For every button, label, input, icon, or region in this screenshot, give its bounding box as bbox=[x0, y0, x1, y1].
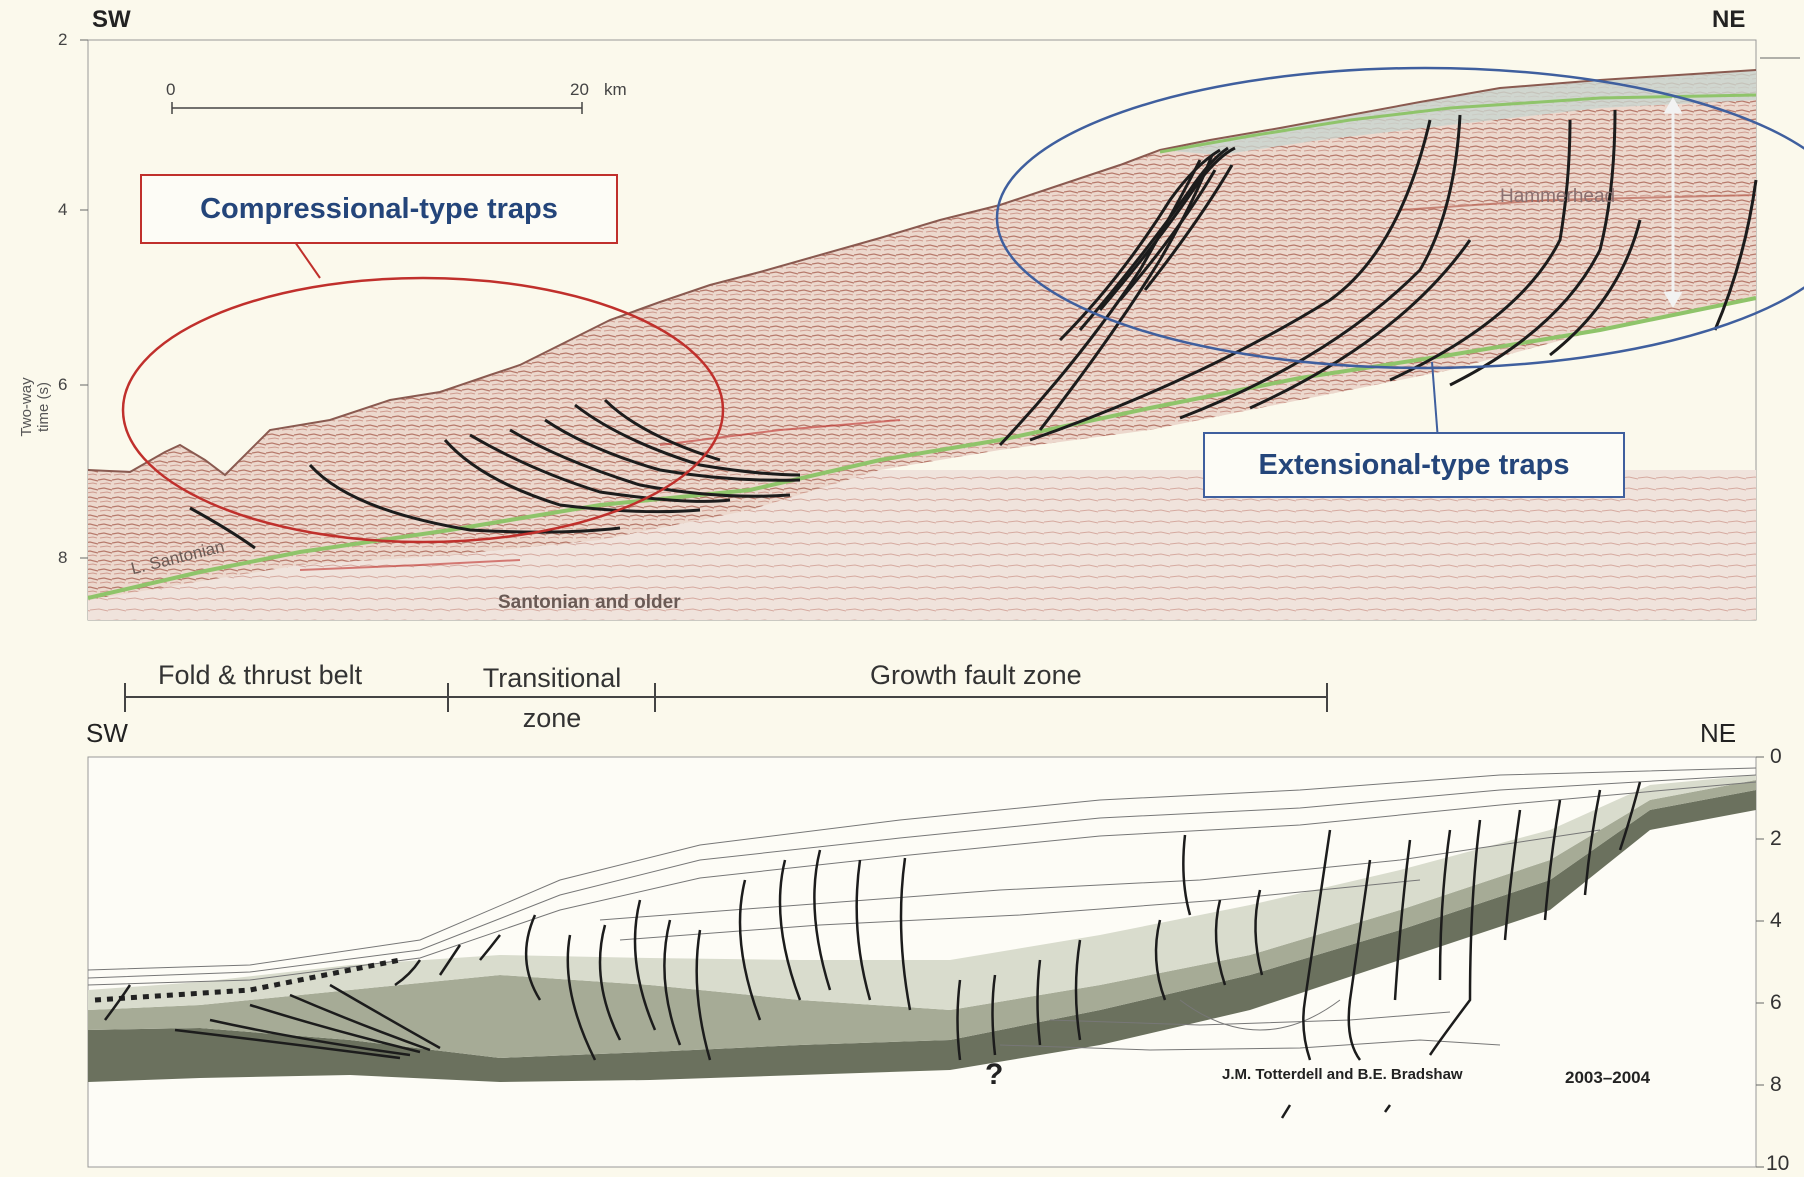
scale-bar-end: 20 bbox=[570, 80, 589, 100]
depth-tick: 4 bbox=[1770, 909, 1782, 933]
depth-tick: 0 bbox=[1770, 745, 1782, 769]
y-tick: 8 bbox=[58, 548, 67, 568]
question-mark: ? bbox=[985, 1058, 1003, 1092]
compressional-leader bbox=[295, 242, 320, 278]
depth-tick: 8 bbox=[1770, 1073, 1782, 1097]
interpretation-panel bbox=[88, 757, 1764, 1167]
top-right-direction: NE bbox=[1712, 6, 1745, 34]
scale-bar-unit: km bbox=[604, 80, 627, 100]
zone-fold-thrust: Fold & thrust belt bbox=[158, 660, 362, 691]
compressional-traps-label: Compressional-type traps bbox=[140, 174, 618, 244]
bottom-right-direction: NE bbox=[1700, 718, 1736, 749]
y-tick: 4 bbox=[58, 200, 67, 220]
depth-tick: 6 bbox=[1770, 991, 1782, 1015]
y-tick: 6 bbox=[58, 375, 67, 395]
y-axis-label: Two-way time (s) bbox=[18, 362, 52, 452]
zone-growth-fault: Growth fault zone bbox=[870, 660, 1082, 691]
credit-authors: J.M. Totterdell and B.E. Bradshaw bbox=[1222, 1066, 1463, 1083]
y-tick: 2 bbox=[58, 30, 67, 50]
scale-bar bbox=[172, 102, 582, 114]
bottom-left-direction: SW bbox=[86, 718, 128, 749]
credit-years: 2003–2004 bbox=[1565, 1068, 1650, 1088]
extensional-leader bbox=[1432, 362, 1438, 440]
top-left-direction: SW bbox=[92, 6, 131, 34]
depth-tick: 10 bbox=[1766, 1152, 1789, 1176]
seismic-panel bbox=[80, 40, 1804, 620]
depth-tick: 2 bbox=[1770, 827, 1782, 851]
hammerhead-label: Hammerhead bbox=[1500, 186, 1615, 208]
santonian-older-label: Santonian and older bbox=[498, 592, 681, 614]
extensional-traps-label: Extensional-type traps bbox=[1203, 432, 1625, 498]
scale-bar-start: 0 bbox=[166, 80, 175, 100]
zone-transitional: Transitional zone bbox=[456, 658, 648, 738]
